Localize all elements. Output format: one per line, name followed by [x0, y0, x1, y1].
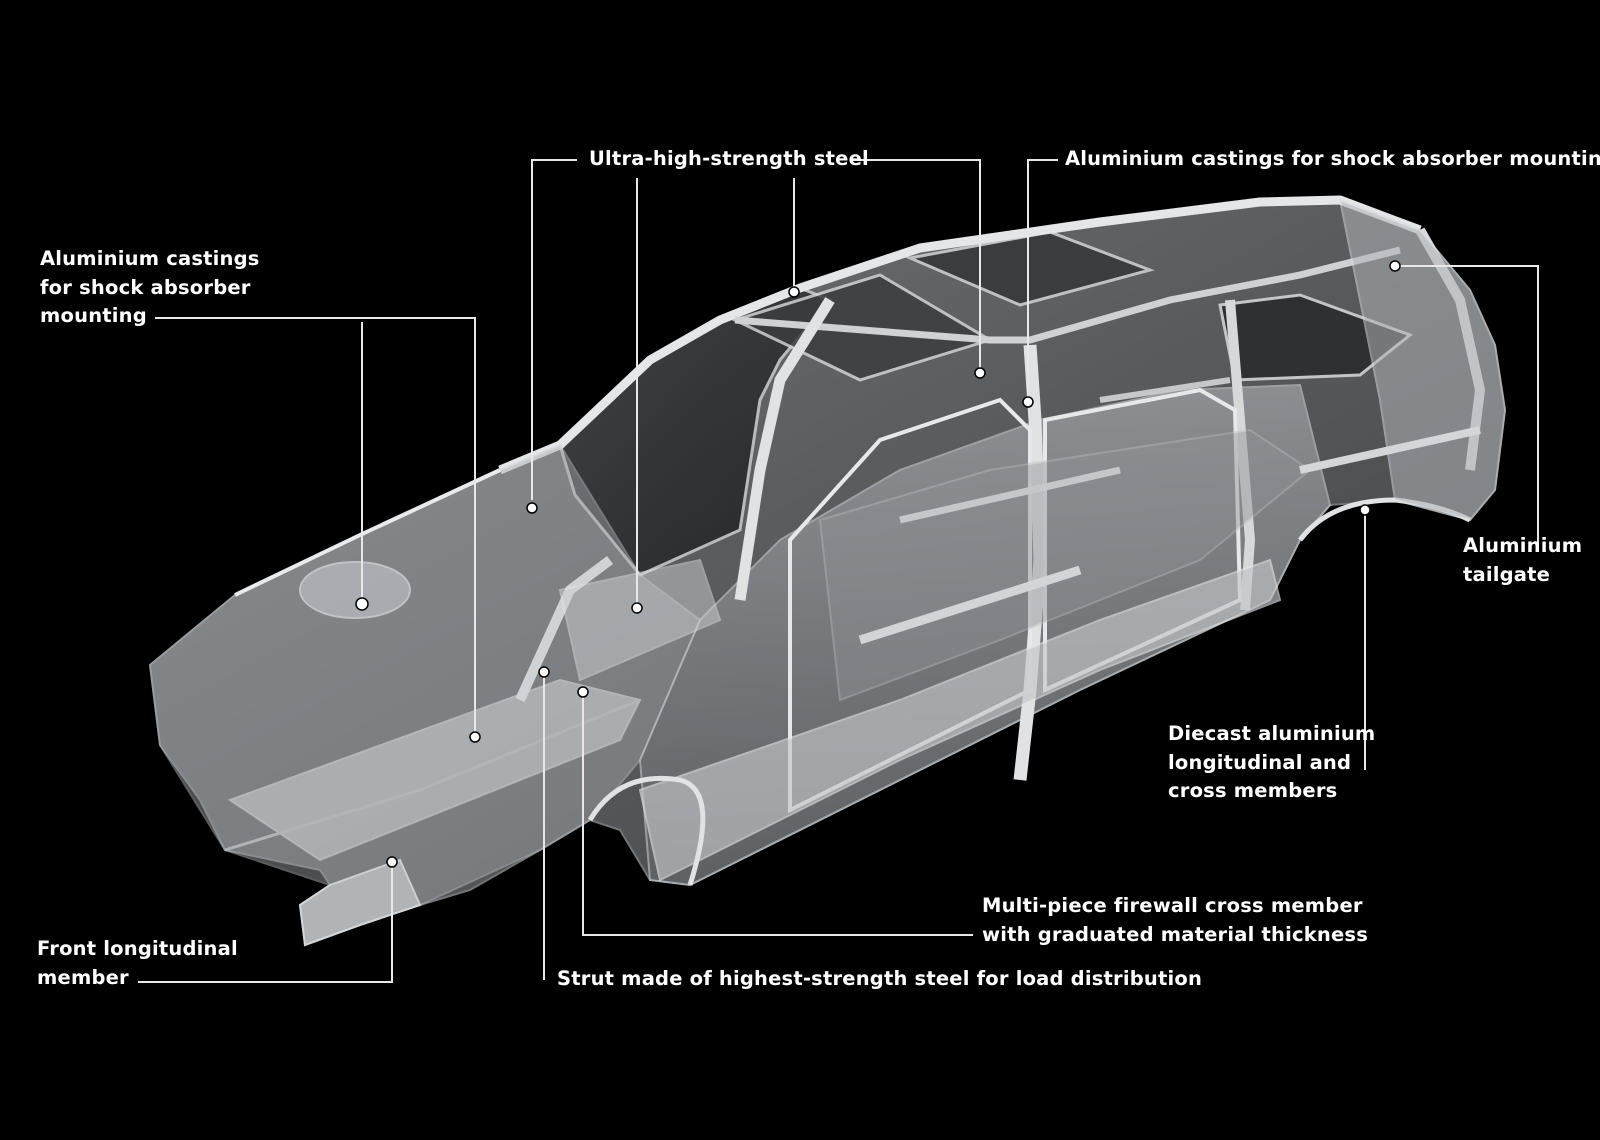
callout-strut: Strut made of highest-strength steel for… [557, 965, 1202, 994]
callout-castings-front: Aluminium castings for shock absorber mo… [40, 245, 260, 331]
callout-ultra-high-strength-steel: Ultra-high-strength steel [589, 145, 869, 174]
front-strut-tower [299, 561, 411, 619]
a-pillar [734, 297, 835, 601]
dot-ultra-left [526, 502, 538, 514]
rear-cross-member [1299, 426, 1481, 474]
callout-diecast: Diecast aluminium longitudinal and cross… [1168, 720, 1375, 806]
dot-castings-front-left [355, 597, 369, 611]
leader-tailgate [1395, 265, 1539, 545]
callout-line: Aluminium castings for shock absorber mo… [1065, 147, 1600, 170]
front-hood-edge [234, 468, 501, 597]
callout-line: Strut made of highest-strength steel for… [557, 967, 1203, 990]
dot-diecast [1359, 504, 1371, 516]
callout-front-longitudinal: Front longitudinal member [37, 935, 238, 992]
roof-rail [498, 195, 1422, 475]
leader-dots [355, 260, 1401, 868]
callout-line: tailgate [1463, 562, 1551, 586]
dot-ultra-mid [631, 602, 643, 614]
leader-firewall [582, 692, 973, 936]
panorama-roof-rear [904, 230, 1155, 307]
callout-line: mounting [40, 304, 147, 327]
front-wheel-arch [587, 775, 706, 886]
leader-ultra-left [531, 159, 577, 500]
callout-line: Aluminium [1463, 534, 1583, 557]
leader-lines [138, 159, 1539, 983]
lower-body-line [224, 698, 641, 852]
dot-ultra-roof [788, 286, 800, 298]
b-pillar [1013, 344, 1047, 781]
dot-ultra-right [974, 367, 986, 379]
dot-strut [538, 666, 550, 678]
dot-castings-front-right [469, 731, 481, 743]
callout-line: longitudinal and [1168, 750, 1352, 774]
leader-castings-front [155, 317, 476, 735]
callout-line: member [37, 965, 129, 989]
side-sill [638, 558, 1282, 882]
callout-line: with graduated material thickness [982, 922, 1369, 946]
callout-line: Diecast aluminium [1168, 722, 1376, 745]
leader-castings-rear [1027, 159, 1058, 400]
dot-firewall [577, 686, 589, 698]
seat-cross-member [1099, 377, 1231, 403]
callout-line: Front longitudinal [37, 937, 238, 960]
rear-end [1338, 198, 1507, 522]
floor-cross-member-2 [899, 466, 1121, 524]
front-longitudinal-beam [227, 678, 642, 862]
bumper-beam [298, 858, 422, 947]
callout-line: Ultra-high-strength steel [589, 147, 869, 170]
leader-ultra-right [852, 159, 981, 373]
callout-line: Aluminium castings [40, 247, 260, 270]
floor-pan [818, 428, 1312, 702]
dot-castings-rear [1022, 396, 1034, 408]
dot-front-longitudinal [386, 856, 398, 868]
leader-front-longitudinal [138, 862, 393, 983]
callout-line: Multi-piece firewall cross member [982, 894, 1363, 917]
callout-line: cross members [1168, 779, 1338, 802]
firewall [558, 558, 722, 682]
callout-line: for shock absorber [40, 275, 251, 299]
roof-rail-inner [734, 246, 1401, 344]
callout-firewall: Multi-piece firewall cross member with g… [982, 892, 1368, 949]
callout-castings-rear: Aluminium castings for shock absorber mo… [1065, 145, 1600, 174]
dot-tailgate [1389, 260, 1401, 272]
floor-cross-member [858, 565, 1082, 645]
callout-tailgate: Aluminium tailgate [1463, 532, 1582, 589]
